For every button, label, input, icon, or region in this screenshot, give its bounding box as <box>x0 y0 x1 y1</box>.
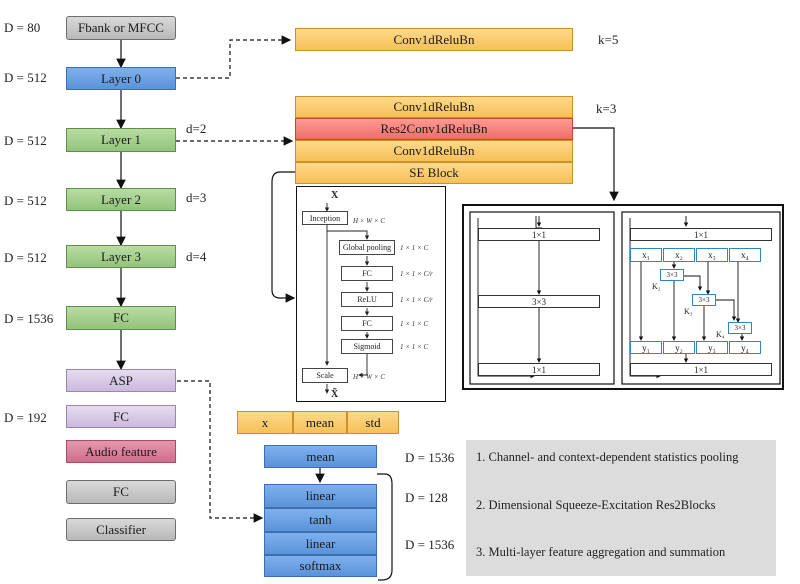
se-inception-box: Inception <box>302 211 348 225</box>
asp-stat-std: std <box>347 411 399 434</box>
res2-right-bottom-conv: 1×1 <box>630 363 772 376</box>
se-global-pooling-box: Global pooling <box>339 240 395 255</box>
se-block-row-1: Conv1dReluBn <box>295 96 573 118</box>
se-gp-dim: 1 × 1 × C <box>400 244 429 252</box>
asp-dim-2: D = 128 <box>405 490 448 505</box>
se-relu-box: ReLU <box>341 292 393 307</box>
res2-split-x2: x₂ <box>663 248 695 262</box>
res2-output-y1: y₁ <box>630 341 662 354</box>
asp-linear-1: linear <box>264 484 377 508</box>
se-scale-box: Scale <box>302 368 348 383</box>
dilation-label-3: d=4 <box>186 249 207 264</box>
note-1: 1. Channel- and context-dependent statis… <box>476 450 739 464</box>
res2-output-y3: y₃ <box>696 341 728 354</box>
se-fc2-box: FC <box>341 316 393 331</box>
fc-box-2: FC <box>66 405 176 428</box>
se-relu-dim: 1 × 1 × C/r <box>400 296 433 304</box>
asp-dim-1: D = 1536 <box>405 450 455 465</box>
res2-k3-label: K₃ <box>684 307 693 316</box>
res2-left-bottom-conv: 1×1 <box>478 363 600 376</box>
res2-split-x4: x₄ <box>729 248 761 262</box>
res2-output-y2: y₂ <box>663 341 695 354</box>
dim-label-layer0: D = 512 <box>4 70 47 85</box>
dim-label-layer2: D = 512 <box>4 193 47 208</box>
fc-box-1: FC <box>66 306 176 330</box>
res2-output-y4: y₄ <box>729 341 761 354</box>
dim-label-layer1: D = 512 <box>4 133 47 148</box>
asp-box: ASP <box>66 369 176 392</box>
res2-split-x1: x₁ <box>630 248 662 262</box>
dim-label-fc1: D = 1536 <box>4 311 54 326</box>
dim-label-fc2: D = 192 <box>4 410 47 425</box>
note-2: 2. Dimensional Squeeze-Excitation Res2Bl… <box>476 498 716 512</box>
classifier-box: Classifier <box>66 518 176 541</box>
se-diagram-lines <box>324 203 370 394</box>
res2-left-top-conv: 1×1 <box>478 228 600 241</box>
kernel-label-k5: k=5 <box>598 32 619 47</box>
se-input-label: X <box>331 190 339 201</box>
layer-3-box: Layer 3 <box>66 245 176 268</box>
res2-conv-k3: 3×3 <box>692 294 716 306</box>
dim-label-layer3: D = 512 <box>4 250 47 265</box>
se-sigmoid-dim: 1 × 1 × C <box>400 343 429 351</box>
audio-feature-box: Audio feature <box>66 440 176 463</box>
asp-stat-mean: mean <box>293 411 347 434</box>
se-diagram-panel: X Inception H × W × C Global pooling 1 ×… <box>296 186 446 402</box>
se-fc1-box: FC <box>341 266 393 281</box>
res2-right-top-conv: 1×1 <box>630 228 772 241</box>
se-scale-dim: H × W × C <box>353 373 386 381</box>
layer-2-box: Layer 2 <box>66 188 176 211</box>
layer0-conv1d-box: Conv1dReluBn <box>295 28 573 51</box>
res2-conv-k2: 3×3 <box>660 269 684 281</box>
res2-k2-label: K₂ <box>652 282 661 291</box>
fc-box-3: FC <box>66 480 176 504</box>
dilation-label-2: d=3 <box>186 190 207 205</box>
asp-tanh: tanh <box>264 508 377 532</box>
res2-split-x3: x₃ <box>696 248 728 262</box>
se-sigmoid-box: Sigmoid <box>341 339 393 354</box>
se-inception-dim: H × W × C <box>353 217 386 225</box>
kernel-label-k3: k=3 <box>596 101 617 116</box>
layer-1-box: Layer 1 <box>66 128 176 152</box>
res2-left-middle-conv: 3×3 <box>478 295 600 308</box>
note-3: 3. Multi-layer feature aggregation and s… <box>476 545 726 559</box>
notes-panel: 1. Channel- and context-dependent statis… <box>466 440 776 576</box>
asp-softmax: softmax <box>264 555 377 577</box>
asp-linear-2: linear <box>264 532 377 555</box>
se-fc1-dim: 1 × 1 × C/r <box>400 270 433 278</box>
res2-conv-k4: 3×3 <box>728 322 752 334</box>
se-output-label: X̃ <box>331 389 339 400</box>
se-fc2-dim: 1 × 1 × C <box>400 320 429 328</box>
se-block-row-4: SE Block <box>295 162 573 184</box>
se-block-row-3: Conv1dReluBn <box>295 140 573 162</box>
asp-stat-x: x <box>237 411 293 434</box>
asp-dim-3: D = 1536 <box>405 537 455 552</box>
asp-mean-box: mean <box>264 445 377 468</box>
input-features-box: Fbank or MFCC <box>66 16 176 40</box>
dim-label-input: D = 80 <box>4 20 41 35</box>
se-block-row-2: Res2Conv1dReluBn <box>295 118 573 140</box>
dilation-label-1: d=2 <box>186 121 207 136</box>
res2-diagram-panel: 1×1 3×3 1×1 1×1 x₁ x₂ x₃ x₄ 3×3 K₂ 3×3 K… <box>462 204 784 390</box>
res2-k4-label: K₄ <box>716 330 725 339</box>
layer-0-box: Layer 0 <box>66 67 176 90</box>
